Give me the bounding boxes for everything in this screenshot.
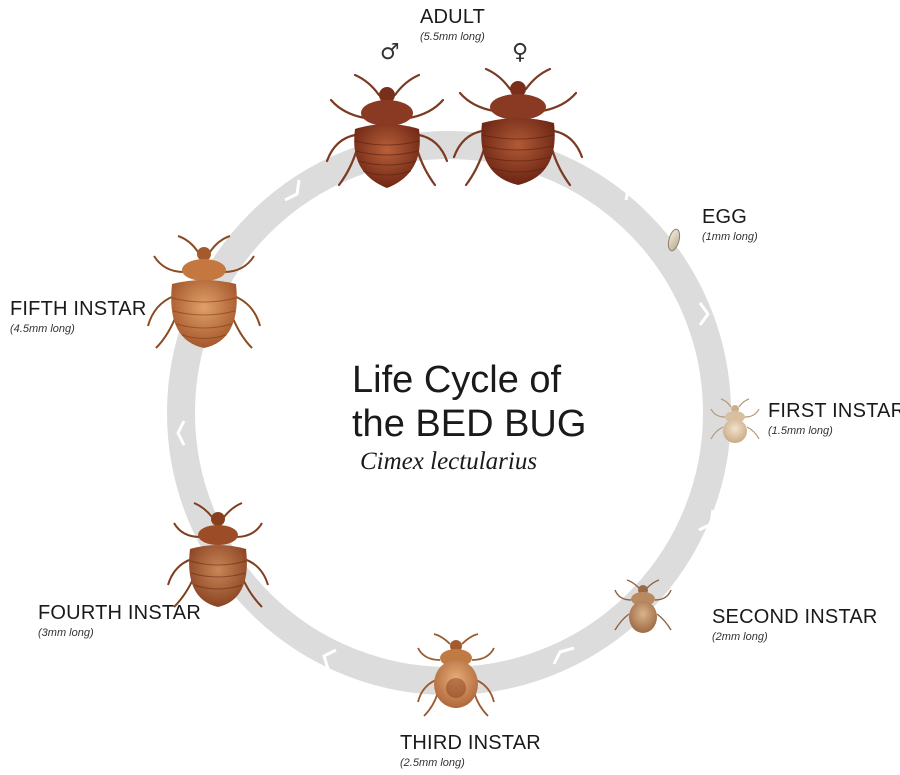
title-line-2: the BED BUG — [352, 402, 586, 446]
fourth-instar-label: FOURTH INSTAR (3mm long) — [38, 602, 201, 639]
third-instar-size: (2.5mm long) — [400, 757, 541, 769]
title-line-1: Life Cycle of — [352, 358, 586, 402]
second-instar-name: SECOND INSTAR — [712, 606, 878, 629]
fifth-instar-size: (4.5mm long) — [10, 323, 146, 335]
egg-illustration — [666, 228, 681, 252]
diagram-title: Life Cycle of the BED BUG — [352, 358, 586, 446]
diagram-subtitle: Cimex lectularius — [360, 448, 537, 476]
first-instar-size: (1.5mm long) — [768, 425, 900, 437]
female-symbol: ♀ — [512, 40, 528, 65]
egg-label: EGG (1mm long) — [702, 206, 758, 243]
third-instar-label: THIRD INSTAR (2.5mm long) — [400, 732, 541, 769]
fourth-instar-size: (3mm long) — [38, 627, 201, 639]
adult-label: ADULT (5.5mm long) — [420, 6, 485, 43]
fifth-instar-name: FIFTH INSTAR — [10, 298, 146, 321]
fifth-instar-label: FIFTH INSTAR (4.5mm long) — [10, 298, 146, 335]
second-instar-label: SECOND INSTAR (2mm long) — [712, 606, 878, 643]
adult-name: ADULT — [420, 6, 485, 29]
egg-size: (1mm long) — [702, 231, 758, 243]
fourth-instar-name: FOURTH INSTAR — [38, 602, 201, 625]
third-instar-name: THIRD INSTAR — [400, 732, 541, 755]
first-instar-name: FIRST INSTAR — [768, 400, 900, 423]
first-instar-label: FIRST INSTAR (1.5mm long) — [768, 400, 900, 437]
male-symbol: ♂ — [380, 40, 400, 65]
second-instar-size: (2mm long) — [712, 631, 878, 643]
egg-name: EGG — [702, 206, 758, 229]
adult-size: (5.5mm long) — [420, 31, 485, 43]
